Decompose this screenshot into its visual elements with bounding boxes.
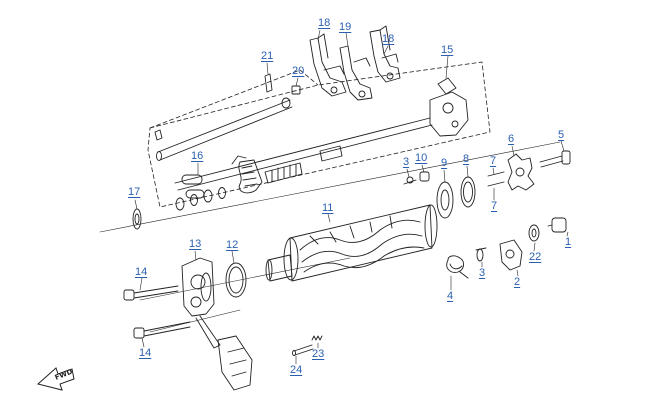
- pin-7-lower: [487, 181, 505, 187]
- bolt-14-lower: [133, 321, 191, 339]
- o-ring-12: [225, 262, 247, 298]
- callout-22[interactable]: 22: [529, 251, 542, 263]
- callout-19[interactable]: 19: [339, 21, 352, 33]
- pin-24: [292, 344, 314, 356]
- bearing-9: [436, 181, 454, 219]
- shift-shaft: [174, 77, 469, 191]
- callout-7-lower[interactable]: 7: [491, 200, 498, 212]
- callout-4[interactable]: 4: [447, 290, 454, 302]
- shift-arm-2: [499, 239, 523, 271]
- callout-9[interactable]: 9: [441, 157, 448, 169]
- washer-17: [132, 208, 142, 230]
- bolt-5: [539, 150, 571, 168]
- callout-18-left[interactable]: 18: [318, 17, 331, 29]
- star-cam-6: [507, 153, 535, 191]
- callout-3-lower[interactable]: 3: [479, 267, 486, 279]
- spring-23: [311, 335, 323, 341]
- fork-rod: [154, 73, 293, 161]
- shift-fork-right: [369, 25, 401, 83]
- small-part-3: [406, 176, 414, 184]
- callout-5[interactable]: 5: [558, 129, 565, 141]
- callout-24[interactable]: 24: [290, 364, 303, 376]
- spring-assembly: [181, 155, 263, 199]
- callout-12[interactable]: 12: [226, 239, 239, 251]
- callout-3-upper[interactable]: 3: [403, 156, 410, 168]
- housing-13: [181, 257, 253, 391]
- callout-18-right[interactable]: 18: [382, 33, 395, 45]
- callout-1[interactable]: 1: [565, 236, 572, 248]
- callout-8[interactable]: 8: [463, 153, 470, 165]
- pin-part: [291, 85, 301, 95]
- callout-2[interactable]: 2: [514, 276, 521, 288]
- shift-fork-left: [309, 33, 347, 97]
- small-part-10: [419, 171, 430, 182]
- assembly-outline-upper: [149, 69, 319, 129]
- callout-14-lower[interactable]: 14: [139, 347, 152, 359]
- bolt-1: [547, 217, 567, 233]
- callout-6[interactable]: 6: [508, 133, 515, 145]
- callout-11[interactable]: 11: [322, 202, 334, 214]
- callout-16[interactable]: 16: [191, 150, 204, 162]
- torsion-spring-4: [446, 255, 469, 279]
- shift-fork-middle: [339, 45, 373, 101]
- callout-10[interactable]: 10: [415, 152, 428, 164]
- bolt-14-upper: [123, 285, 179, 301]
- callout-21[interactable]: 21: [261, 50, 274, 62]
- pin-7-upper: [487, 171, 505, 177]
- assembly-outline: [147, 61, 491, 208]
- small-part-3-lower: [476, 248, 484, 262]
- fwd-arrow-icon: FWD: [36, 367, 75, 391]
- callout-7-upper[interactable]: 7: [490, 155, 497, 167]
- callout-13[interactable]: 13: [189, 238, 202, 250]
- callout-15[interactable]: 15: [441, 44, 454, 56]
- callout-17[interactable]: 17: [128, 186, 141, 198]
- shift-drum: [265, 204, 438, 282]
- washer-22: [528, 224, 540, 242]
- callout-23[interactable]: 23: [312, 348, 325, 360]
- washer: [175, 197, 185, 211]
- callout-20[interactable]: 20: [292, 65, 305, 77]
- callout-14-upper[interactable]: 14: [135, 266, 148, 278]
